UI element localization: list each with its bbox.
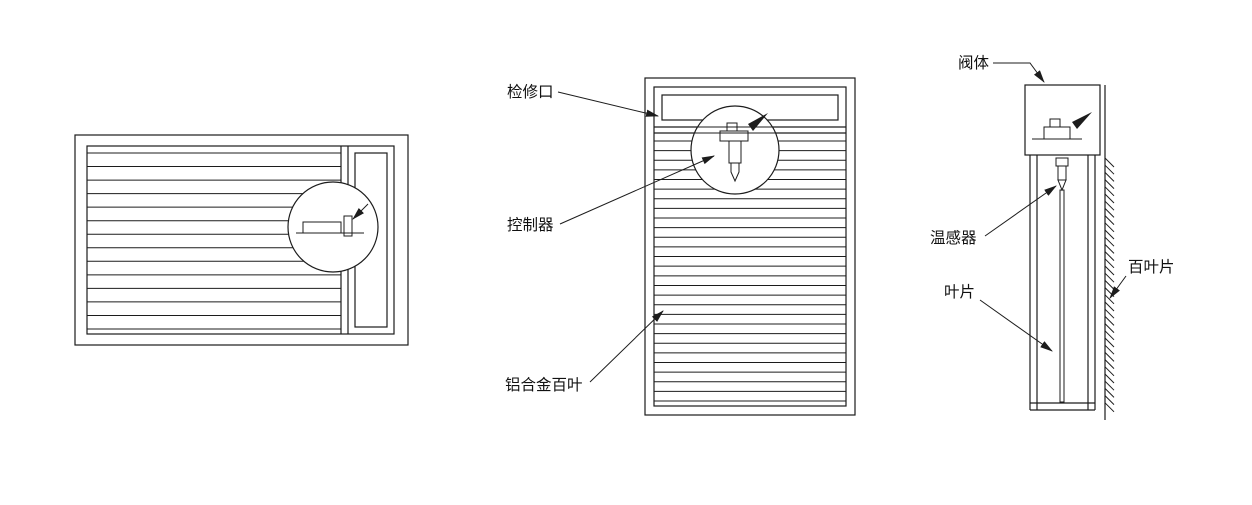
detail-circle-outline xyxy=(287,181,379,273)
hatch-line xyxy=(1104,337,1115,348)
valve-body-box xyxy=(1024,84,1101,156)
sensor-cap xyxy=(1055,157,1069,167)
actuator-body xyxy=(302,221,342,234)
inspection-port-leader xyxy=(557,91,660,117)
controller-leader xyxy=(559,155,715,225)
blade-label: 叶片 xyxy=(944,283,975,301)
hatch-line xyxy=(1104,280,1115,290)
inspection-port-label: 检修口 xyxy=(507,83,554,101)
hatch-line xyxy=(1104,301,1115,312)
plan-detail-circle xyxy=(287,181,379,273)
hatch-line xyxy=(1104,330,1115,341)
hatch-line xyxy=(1104,244,1115,254)
hatch-line xyxy=(1104,265,1115,276)
actuator-end-block xyxy=(343,215,353,237)
flag-marker xyxy=(748,113,768,131)
valve-mechanism xyxy=(1032,112,1092,140)
hatch-line xyxy=(1104,272,1115,283)
front-outer-frame xyxy=(644,77,856,416)
hatch-line xyxy=(1104,316,1115,326)
detail-circle-outline xyxy=(690,105,780,195)
side-annotations: 阀体 温感器 叶片 百叶片 xyxy=(930,54,1175,352)
plan-inner-frame xyxy=(86,145,395,335)
temperature-sensor-leader xyxy=(984,185,1057,237)
side-view: 阀体 温感器 叶片 百叶片 xyxy=(930,54,1175,420)
louver-blade-leader xyxy=(1109,275,1127,299)
hatch-line xyxy=(1104,258,1115,269)
plan-view xyxy=(74,134,409,346)
flag-marker xyxy=(1072,112,1092,129)
aluminum-louver-leader xyxy=(589,310,664,383)
valve-body-leader xyxy=(993,62,1045,83)
hatch-line xyxy=(1104,179,1115,189)
hatch-line xyxy=(1104,352,1115,362)
detail-pointer-arrow xyxy=(352,203,369,220)
louver-blade-label: 百叶片 xyxy=(1128,258,1175,276)
aluminum-louver-label: 铝合金百叶 xyxy=(505,376,583,394)
front-detail-circle xyxy=(690,105,780,195)
louver-face-hatching xyxy=(1104,157,1115,413)
hatch-line xyxy=(1104,395,1115,405)
hatch-line xyxy=(1104,157,1115,168)
hatch-line xyxy=(1104,366,1115,377)
hatch-line xyxy=(1104,222,1115,233)
front-annotations: 检修口 控制器 铝合金百叶 xyxy=(505,83,715,394)
valve-body-label: 阀体 xyxy=(958,54,990,72)
hatch-line xyxy=(1104,186,1115,197)
hatch-line xyxy=(1104,200,1115,211)
front-view: 检修口 控制器 铝合金百叶 xyxy=(505,77,856,416)
hatch-line xyxy=(1104,380,1115,391)
hatch-line xyxy=(1104,287,1115,297)
controller-label: 控制器 xyxy=(507,216,554,234)
blade-leader xyxy=(979,299,1053,352)
plan-louver-slats xyxy=(87,152,341,330)
mechanism-cap xyxy=(1043,126,1071,140)
hatch-line xyxy=(1104,359,1115,369)
plan-outer-frame xyxy=(74,134,409,346)
hatch-line xyxy=(1104,402,1115,413)
hatch-line xyxy=(1104,236,1115,247)
hatch-line xyxy=(1104,215,1115,225)
front-louver-slats xyxy=(654,140,846,402)
sensor-pin xyxy=(730,162,740,183)
hatch-line xyxy=(1104,208,1115,218)
hatch-line xyxy=(1104,172,1115,182)
hatch-line xyxy=(1104,344,1115,355)
side-body xyxy=(1029,155,1096,411)
hatch-line xyxy=(1104,294,1115,305)
mechanism-knob xyxy=(1049,118,1061,128)
hatch-line xyxy=(1104,373,1115,384)
temperature-sensor-label: 温感器 xyxy=(930,229,977,247)
hatch-line xyxy=(1104,388,1115,398)
blade-strip xyxy=(1059,189,1065,403)
hatch-line xyxy=(1104,251,1115,261)
hatch-line xyxy=(1104,308,1115,319)
hatch-line xyxy=(1104,164,1115,175)
sensor-body xyxy=(1057,165,1067,181)
hatch-line xyxy=(1104,193,1115,204)
hatch-line xyxy=(1104,229,1115,240)
sensor-tip xyxy=(1057,179,1067,192)
hatch-line xyxy=(1104,323,1115,333)
